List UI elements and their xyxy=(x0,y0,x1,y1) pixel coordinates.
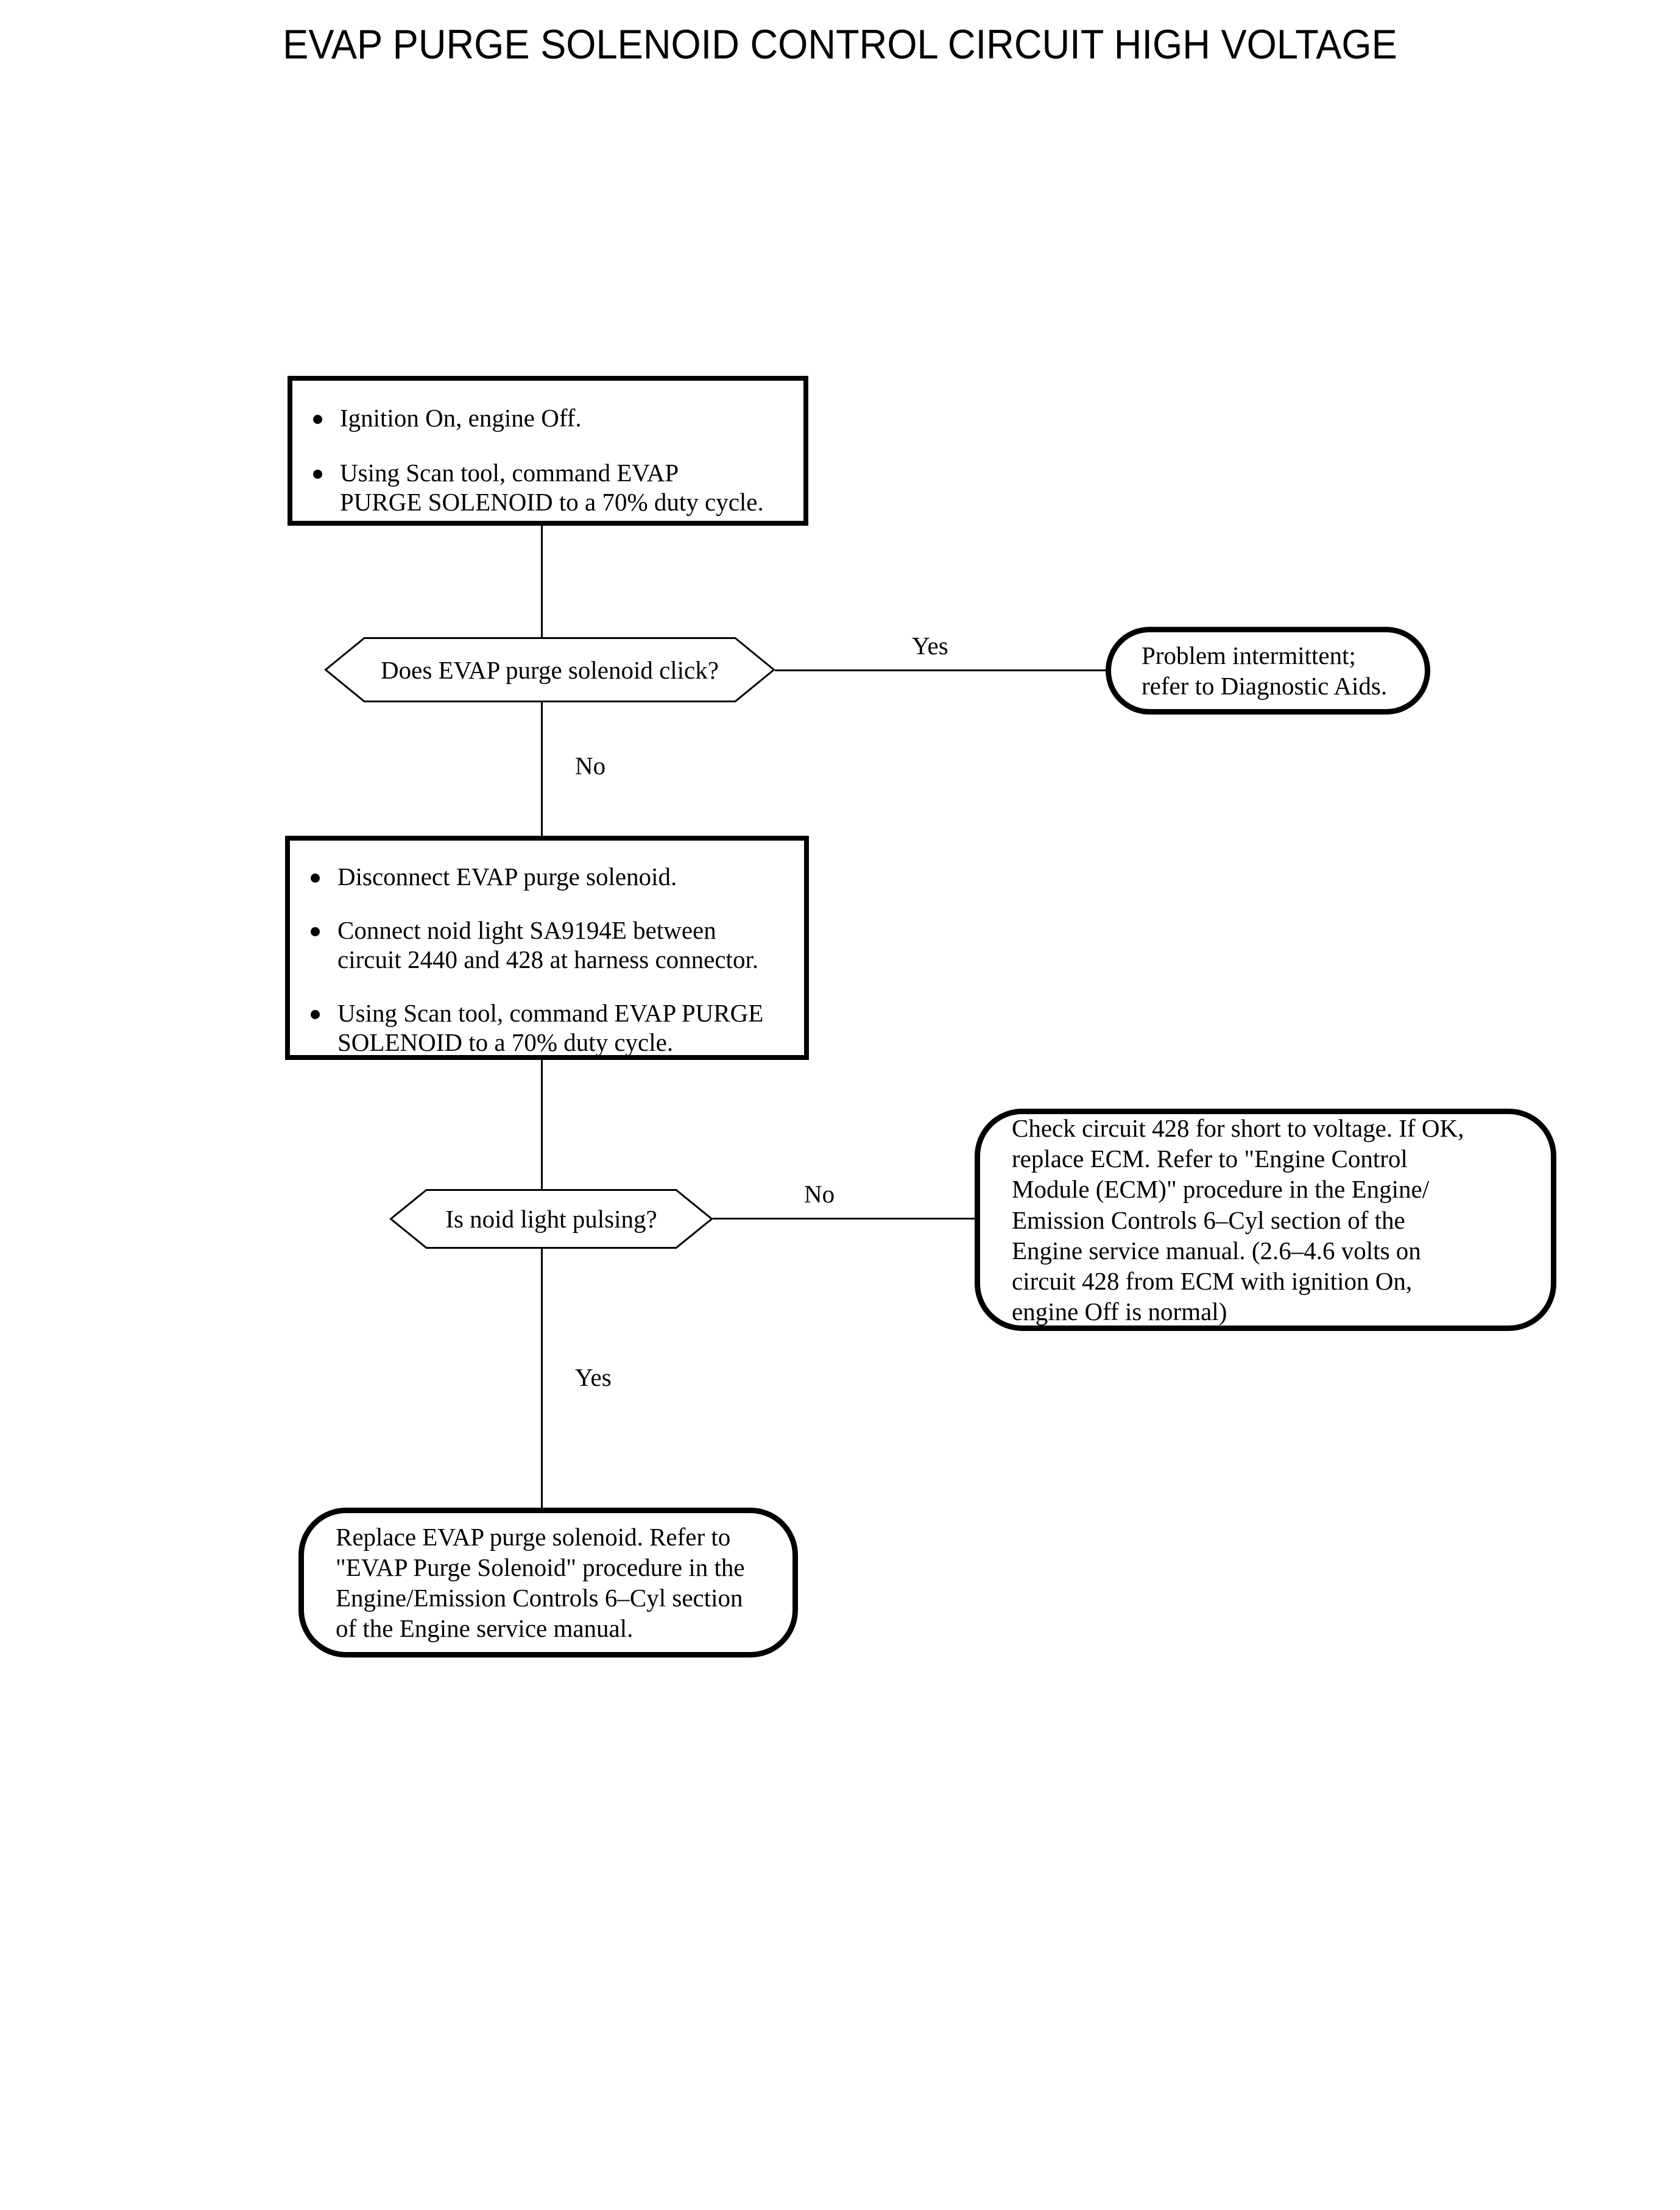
terminator-replace-evap-solenoid: Replace EVAP purge solenoid. Refer to "E… xyxy=(298,1508,798,1658)
branch-label-decision2-yes: Yes xyxy=(575,1363,612,1391)
bullet-dot-icon xyxy=(313,415,322,424)
terminator-check-circuit-428-text: Check circuit 428 for short to voltage. … xyxy=(1012,1114,1464,1326)
list-item: Using Scan tool, command EVAP PURGE SOLE… xyxy=(290,999,789,1057)
bullet-dot-icon xyxy=(311,874,320,883)
list-item: Ignition On, engine Off. xyxy=(292,404,785,433)
process-box-step1: Ignition On, engine Off. Using Scan tool… xyxy=(288,376,808,526)
decision-hexagon-2: Is noid light pulsing? xyxy=(389,1189,713,1249)
connector-step1-to-decision1 xyxy=(541,526,543,637)
connector-decision2-yes xyxy=(541,1249,543,1508)
list-item: Using Scan tool, command EVAP PURGE SOLE… xyxy=(292,459,785,517)
decision-hexagon-1: Does EVAP purge solenoid click? xyxy=(324,637,775,702)
hexagon-shape xyxy=(324,637,775,702)
terminator-replace-evap-solenoid-text: Replace EVAP purge solenoid. Refer to "E… xyxy=(336,1522,745,1643)
step1-bullet-1-text: Using Scan tool, command EVAP PURGE SOLE… xyxy=(340,458,764,516)
step2-bullet-list: Disconnect EVAP purge solenoid. Connect … xyxy=(290,863,789,1057)
list-item: Disconnect EVAP purge solenoid. xyxy=(290,863,789,892)
connector-step2-to-decision2 xyxy=(541,1060,543,1189)
decision-2-question: Is noid light pulsing? xyxy=(445,1205,657,1233)
hexagon-shape xyxy=(389,1189,713,1249)
terminator-check-circuit-428: Check circuit 428 for short to voltage. … xyxy=(975,1109,1556,1331)
branch-label-decision1-no: No xyxy=(575,752,606,780)
step2-bullet-1-text: Connect noid light SA9194E between circu… xyxy=(337,916,759,973)
bullet-dot-icon xyxy=(311,1009,320,1019)
branch-label-decision1-yes: Yes xyxy=(912,632,948,660)
connector-decision1-no xyxy=(541,702,543,836)
connector-decision1-yes xyxy=(775,669,1107,671)
terminator-problem-intermittent: Problem intermittent; refer to Diagnosti… xyxy=(1106,627,1430,715)
step1-bullet-list: Ignition On, engine Off. Using Scan tool… xyxy=(292,404,785,517)
step2-bullet-0-text: Disconnect EVAP purge solenoid. xyxy=(337,863,677,891)
terminator-problem-intermittent-text: Problem intermittent; refer to Diagnosti… xyxy=(1142,641,1388,700)
connector-decision2-no xyxy=(713,1218,976,1220)
decision-1-question: Does EVAP purge solenoid click? xyxy=(381,655,719,684)
bullet-dot-icon xyxy=(311,927,320,936)
branch-label-decision2-no: No xyxy=(804,1180,835,1208)
list-item: Connect noid light SA9194E between circu… xyxy=(290,916,789,975)
step2-bullet-2-text: Using Scan tool, command EVAP PURGE SOLE… xyxy=(337,998,764,1056)
process-box-step2: Disconnect EVAP purge solenoid. Connect … xyxy=(285,836,809,1060)
page-title: EVAP PURGE SOLENOID CONTROL CIRCUIT HIGH… xyxy=(283,21,1397,68)
bullet-dot-icon xyxy=(313,469,322,479)
step1-bullet-0-text: Ignition On, engine Off. xyxy=(340,404,582,432)
